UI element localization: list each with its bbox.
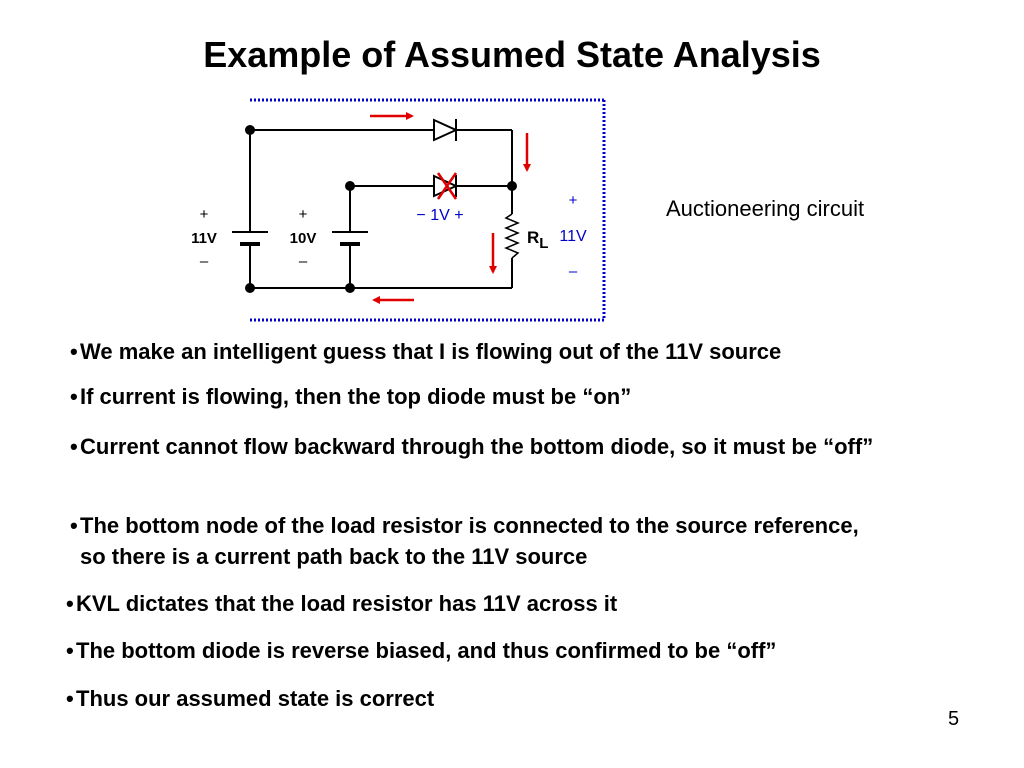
- bullet-text: KVL dictates that the load resistor has …: [76, 591, 618, 616]
- bottom-diode-off-x: [436, 172, 458, 200]
- current-arrows: [370, 112, 531, 304]
- page-number: 5: [948, 708, 960, 730]
- bullet-text: If current is flowing, then the top diod…: [80, 384, 632, 409]
- bullet-item: • The bottom node of the load resistor i…: [70, 510, 880, 572]
- bullet-item: • If current is flowing, then the top di…: [70, 381, 910, 412]
- bullet-item: • We make an intelligent guess that I is…: [70, 336, 910, 367]
- load-voltage-plus: +: [569, 192, 578, 209]
- bullet-text: We make an intelligent guess that I is f…: [80, 339, 782, 364]
- bullet-text: Thus our assumed state is correct: [76, 686, 435, 711]
- circuit-diagram: + 11V – + 10V – − 1V + RL + 11V –: [191, 98, 606, 322]
- bullet-glyph: •: [66, 591, 74, 616]
- source2-value: 10V: [290, 230, 317, 247]
- bullet-item: • KVL dictates that the load resistor ha…: [66, 588, 906, 619]
- bullet-item: • Thus our assumed state is correct: [66, 683, 906, 714]
- bullet-glyph: •: [66, 638, 74, 663]
- slide-title: Example of Assumed State Analysis: [203, 34, 821, 75]
- load-voltage-value: 11V: [559, 228, 587, 245]
- load-resistor: [504, 213, 520, 259]
- battery-11v: [232, 231, 268, 246]
- bullet-text: The bottom node of the load resistor is …: [80, 513, 859, 569]
- load-boundary: [250, 98, 606, 322]
- circuit-nodes: [245, 125, 517, 293]
- source2-minus: –: [299, 253, 308, 270]
- source1-plus: +: [200, 206, 209, 223]
- diode-voltage-label: − 1V +: [416, 207, 463, 224]
- bullet-item: • Current cannot flow backward through t…: [70, 431, 910, 462]
- resistor-label: RL: [527, 228, 548, 252]
- battery-10v: [332, 231, 368, 246]
- bullet-item: • The bottom diode is reverse biased, an…: [66, 635, 906, 666]
- bullet-glyph: •: [70, 513, 78, 538]
- bullet-glyph: •: [70, 434, 78, 459]
- bullet-glyph: •: [66, 686, 74, 711]
- load-voltage-minus: –: [569, 263, 578, 280]
- bullet-glyph: •: [70, 384, 78, 409]
- source1-value: 11V: [191, 230, 217, 247]
- bullet-text: Current cannot flow backward through the…: [80, 434, 874, 459]
- source1-minus: –: [200, 253, 209, 270]
- source2-plus: +: [299, 206, 308, 223]
- bullet-text: The bottom diode is reverse biased, and …: [76, 638, 777, 663]
- circuit-wires: [249, 129, 513, 289]
- resistor-label-sub: L: [539, 235, 548, 252]
- circuit-caption: Auctioneering circuit: [666, 196, 865, 221]
- top-diode: [433, 118, 459, 142]
- resistor-label-main: R: [527, 228, 539, 247]
- bullet-glyph: •: [70, 339, 78, 364]
